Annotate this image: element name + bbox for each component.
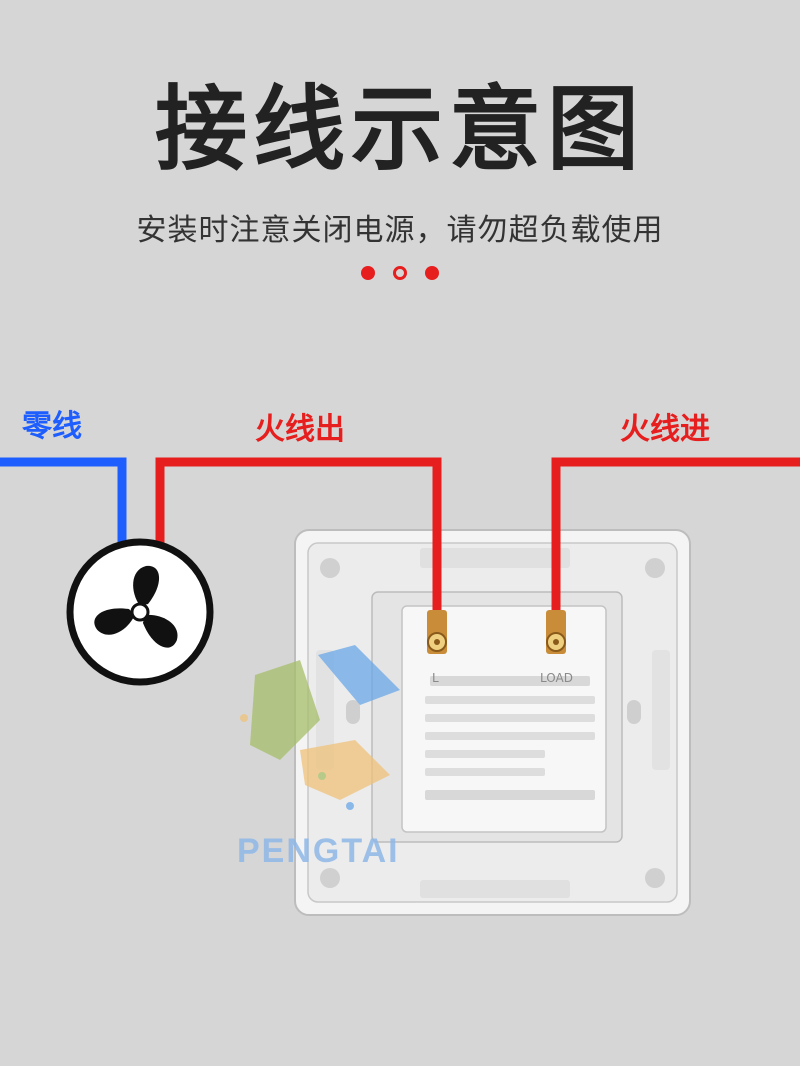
terminal-right bbox=[546, 610, 566, 654]
watermark-text: PENGTAI bbox=[237, 832, 400, 870]
fan-icon bbox=[66, 538, 214, 686]
decorative-dots bbox=[0, 266, 800, 280]
dot-middle bbox=[393, 266, 407, 280]
label-neutral: 零线 bbox=[22, 409, 82, 444]
page-title: 接线示意图 bbox=[154, 76, 645, 183]
terminal-label-right: LOAD bbox=[540, 671, 573, 685]
live-in-wire bbox=[551, 457, 800, 625]
neutral-wire bbox=[0, 457, 127, 546]
switch-module bbox=[401, 605, 607, 833]
label-live-in: 火线进 bbox=[620, 412, 710, 447]
dot-right bbox=[425, 266, 439, 280]
terminal-left bbox=[427, 610, 447, 654]
label-live-out: 火线出 bbox=[255, 412, 345, 447]
live-out-wire bbox=[155, 457, 442, 625]
watermark-logo bbox=[240, 645, 400, 810]
dot-left bbox=[361, 266, 375, 280]
terminal-label-left: L bbox=[432, 671, 439, 685]
page-subtitle: 安装时注意关闭电源，请勿超负载使用 bbox=[136, 213, 664, 248]
